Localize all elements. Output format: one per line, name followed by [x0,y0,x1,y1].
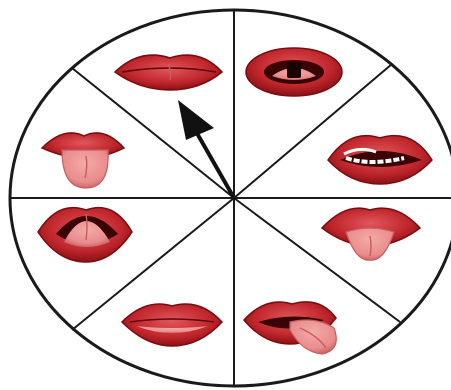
mouth-tongue-raised-to-palate-icon [246,48,342,96]
segment-tongue-raised[interactable] [246,48,342,96]
